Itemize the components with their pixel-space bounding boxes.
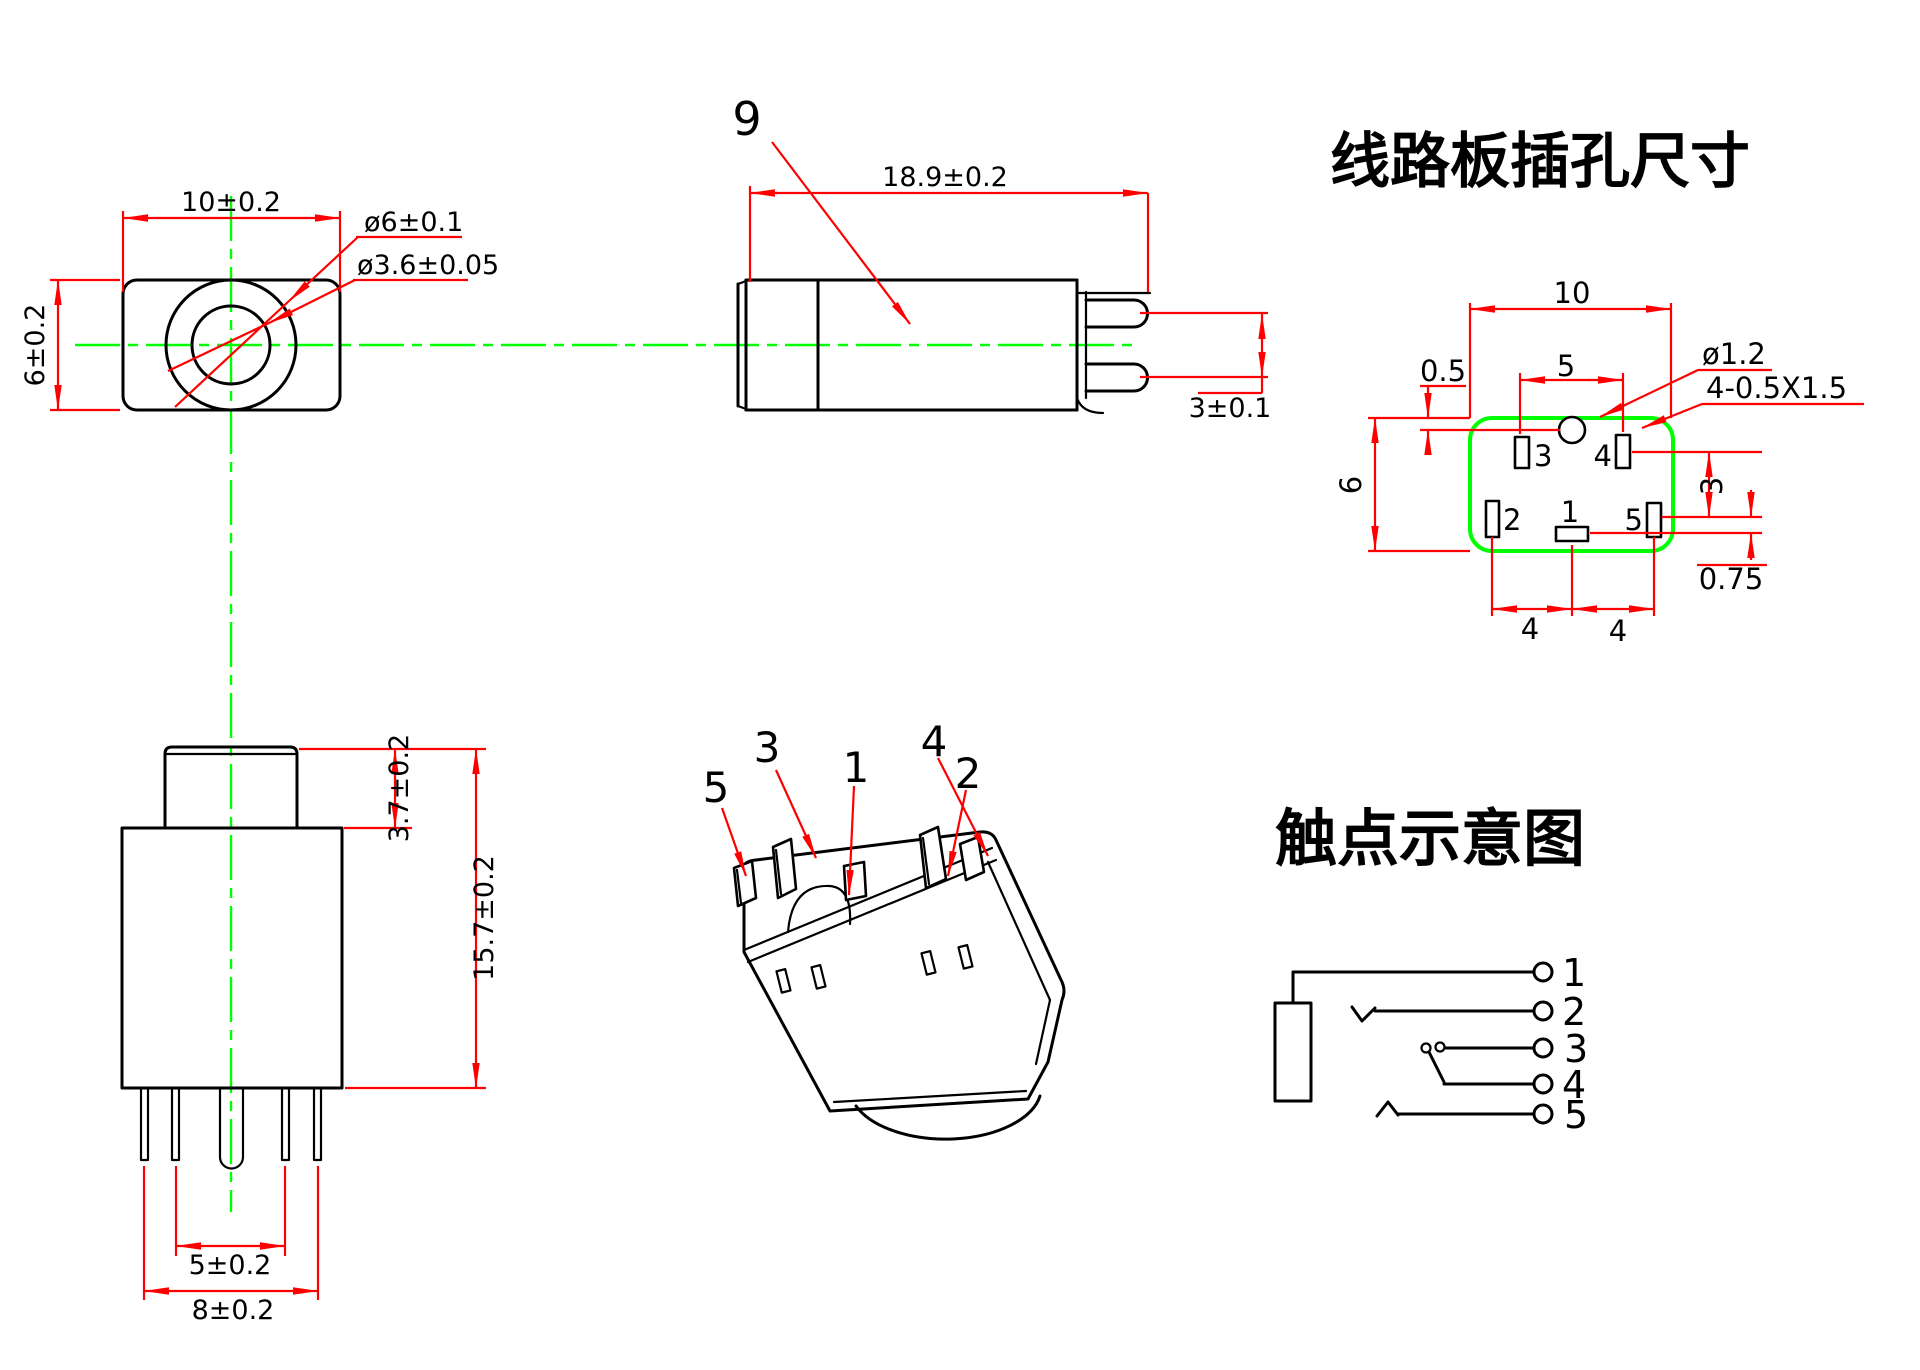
iso-front-slot [957, 944, 974, 970]
front-view-cap [163, 745, 299, 830]
contact-plunger [1273, 1001, 1313, 1103]
side-view-callout-9: 9 [732, 92, 761, 146]
front-view: 3.7±0.2 15.7±0.2 5±0.2 8±0.2 [120, 734, 500, 1326]
centerlines [75, 196, 1135, 1212]
front-view-pin-2 [170, 1086, 181, 1162]
iso-callout-5: 5 [703, 763, 730, 812]
iso-front-slot [775, 968, 792, 994]
contact-terminal-circle-5 [1532, 1103, 1554, 1125]
front-view-cap-height-dimension: 3.7±0.2 [384, 734, 415, 843]
pcb-round-hole [1557, 415, 1587, 445]
top-view-outer-diameter-label: ø6±0.1 [364, 207, 463, 238]
side-view-length-dimension: 18.9±0.2 [882, 162, 1008, 193]
contact-wire-1 [1291, 970, 1536, 1005]
pcb-pad-label-4: 4 [1594, 439, 1612, 473]
pcb-height-dimension: 6 [1334, 476, 1368, 494]
contact-terminal-circle-3 [1532, 1037, 1554, 1059]
pcb-row-offset-dimension: 0.75 [1699, 562, 1764, 596]
iso-button-dome [854, 1094, 1042, 1141]
front-view-body [120, 826, 344, 1090]
contact-terminal-label-2: 2 [1562, 990, 1586, 1034]
front-view-center-peg [218, 1086, 245, 1170]
side-view-lower-pin [1084, 362, 1149, 393]
pcb-hole-diameter-label: ø1.2 [1702, 337, 1766, 371]
pcb-pad-label-1: 1 [1561, 495, 1579, 529]
iso-terminal-3 [771, 837, 798, 900]
contact-spring-5 [1375, 1100, 1400, 1118]
pcb-layout-title: 线路板插孔尺寸 [1330, 127, 1750, 197]
pcb-slot-3 [1513, 435, 1531, 470]
contact-terminal-label-1: 1 [1562, 951, 1586, 995]
pcb-slot-2 [1484, 499, 1501, 539]
contact-terminal-label-4: 4 [1562, 1063, 1586, 1107]
iso-front-slot [920, 950, 937, 976]
top-view-outer-circle [164, 278, 298, 412]
iso-front-slot [810, 964, 827, 990]
iso-callout-1: 1 [843, 743, 870, 792]
top-view: 10±0.2 6±0.2 ø6±0.1 ø3.6±0.05 [20, 187, 499, 412]
front-view-pin-5 [312, 1086, 323, 1162]
contact-terminal-circle-4 [1532, 1073, 1554, 1095]
iso-terminal-1 [842, 860, 868, 902]
iso-terminal-5 [732, 859, 758, 908]
contact-terminal-label-5: 5 [1564, 1093, 1588, 1137]
top-view-inner-circle [190, 304, 272, 386]
iso-callout-2: 2 [955, 749, 982, 798]
contact-spring-2 [1350, 1005, 1377, 1023]
pcb-slot-4 [1614, 433, 1632, 470]
pcb-row-gap-dimension: 3 [1695, 477, 1729, 495]
iso-callout-4: 4 [921, 717, 948, 766]
front-view-pin-1 [139, 1086, 150, 1162]
iso-callout-3: 3 [754, 723, 781, 772]
front-view-inner-span-dimension: 5±0.2 [189, 1250, 272, 1281]
top-view-width-dimension: 10±0.2 [181, 187, 281, 218]
side-view-upper-pin [1084, 298, 1149, 329]
top-view-inner-diameter-label: ø3.6±0.05 [357, 250, 499, 281]
pcb-width-dimension: 10 [1554, 276, 1591, 310]
top-view-height-dimension: 6±0.2 [20, 304, 51, 387]
pcb-edge-offset-dimension: 0.5 [1420, 354, 1466, 388]
contact-schematic: 触点示意图 1 2 3 4 5 [1273, 802, 1588, 1137]
contact-switch-arm [1427, 1050, 1446, 1084]
pcb-pad-label-2: 2 [1503, 503, 1521, 537]
pcb-pad-label-3: 3 [1534, 439, 1552, 473]
contact-schematic-title: 触点示意图 [1275, 802, 1585, 875]
isometric-view: 5 3 1 4 2 [703, 717, 1066, 1141]
front-view-total-height-dimension: 15.7±0.2 [469, 855, 500, 981]
front-view-pin-4 [280, 1086, 291, 1162]
pcb-pad-pitch-dimension: 5 [1557, 349, 1575, 383]
contact-terminal-circle-2 [1532, 1000, 1554, 1022]
pcb-pitch-left-dimension: 4 [1521, 612, 1539, 646]
contact-terminal-label-3: 3 [1564, 1027, 1588, 1071]
contact-point [1420, 1042, 1432, 1054]
pcb-hole-layout: 线路板插孔尺寸 3 4 2 5 1 10 5 0.5 6 [1330, 127, 1864, 648]
pcb-slot-1 [1554, 525, 1590, 543]
front-view-outer-span-dimension: 8±0.2 [192, 1295, 275, 1326]
pcb-pad-label-5: 5 [1625, 503, 1643, 537]
side-view-pin-gap-dimension: 3±0.1 [1189, 393, 1272, 424]
contact-point [1434, 1041, 1446, 1053]
contact-terminal-circle-1 [1532, 961, 1554, 983]
pcb-pitch-right-dimension: 4 [1609, 614, 1627, 648]
side-view: 18.9±0.2 9 3±0.1 [732, 92, 1271, 424]
pcb-slot-spec-label: 4-0.5X1.5 [1706, 371, 1847, 405]
